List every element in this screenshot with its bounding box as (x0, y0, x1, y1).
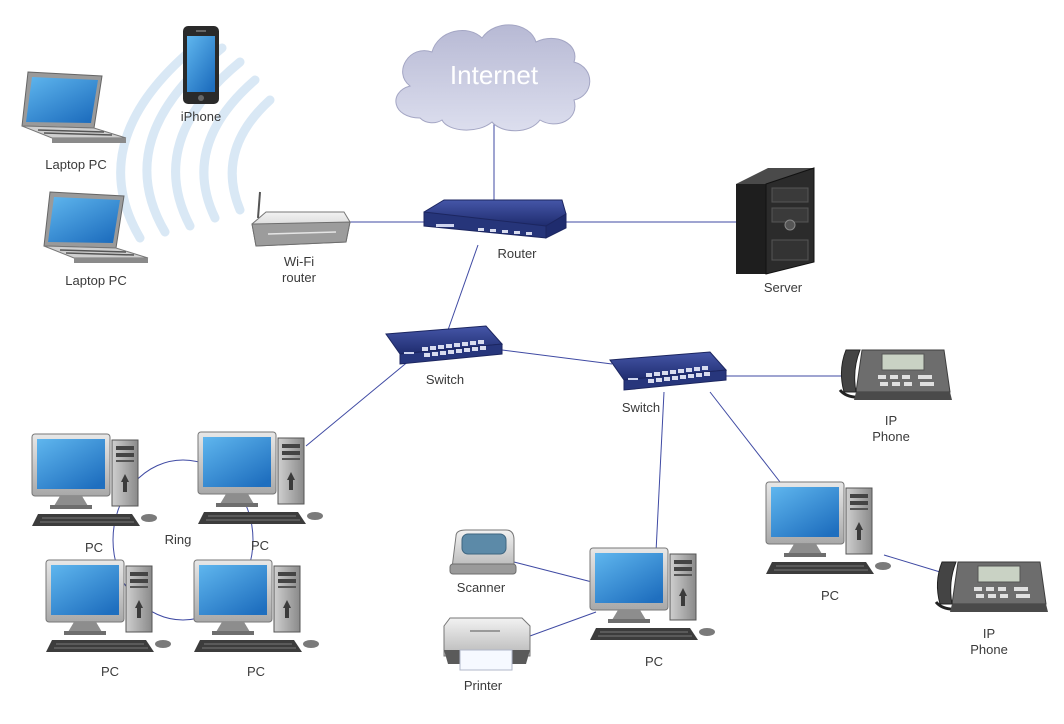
laptop-bottom-label: Laptop PC (65, 273, 127, 288)
pc-right-icon[interactable] (765, 481, 892, 575)
ring-label: Ring (164, 532, 192, 547)
wifi-router-icon[interactable] (251, 191, 351, 247)
ip-phone-bottom-icon[interactable] (934, 560, 1050, 614)
pc-ring-bottom-left-icon[interactable] (45, 559, 172, 653)
connection-lines (305, 120, 951, 637)
printer-icon[interactable] (443, 617, 531, 671)
internet-cloud (395, 24, 591, 132)
ip-phone-bottom-label: IP Phone (970, 626, 1008, 657)
switch-right-label: Switch (621, 400, 661, 415)
pc-ring-tr-label: PC (250, 538, 270, 553)
ip-phone-top-icon[interactable] (838, 348, 954, 402)
pc-ring-tl-label: PC (84, 540, 104, 555)
internet-label: Internet (449, 60, 539, 90)
pc-ring-bl-label: PC (100, 664, 120, 679)
switch-left-icon[interactable] (385, 325, 503, 365)
pc-center-icon[interactable] (589, 547, 716, 641)
ip-phone-top-label: IP Phone (872, 413, 910, 444)
pc-ring-top-right-icon[interactable] (197, 431, 324, 525)
router-label: Router (497, 246, 537, 261)
server-label: Server (763, 280, 803, 295)
server-icon[interactable] (736, 167, 815, 275)
scanner-label: Scanner (456, 580, 506, 595)
wifi-router-label: Wi-Fi router (282, 254, 316, 285)
laptop-top-label: Laptop PC (45, 157, 107, 172)
pc-ring-br-label: PC (246, 664, 266, 679)
router-icon[interactable] (423, 199, 567, 239)
pc-ring-top-left-icon[interactable] (31, 433, 158, 527)
iphone-label: iPhone (180, 109, 222, 124)
pc-right-label: PC (820, 588, 840, 603)
iphone-icon[interactable] (183, 26, 219, 104)
switch-right-icon[interactable] (609, 351, 727, 391)
pc-ring-bottom-right-icon[interactable] (193, 559, 320, 653)
scanner-icon[interactable] (449, 529, 517, 575)
pc-center-label: PC (644, 654, 664, 669)
printer-label: Printer (463, 678, 503, 693)
switch-left-label: Switch (425, 372, 465, 387)
laptop-top-icon[interactable] (21, 71, 127, 144)
ring-connection (112, 459, 254, 621)
